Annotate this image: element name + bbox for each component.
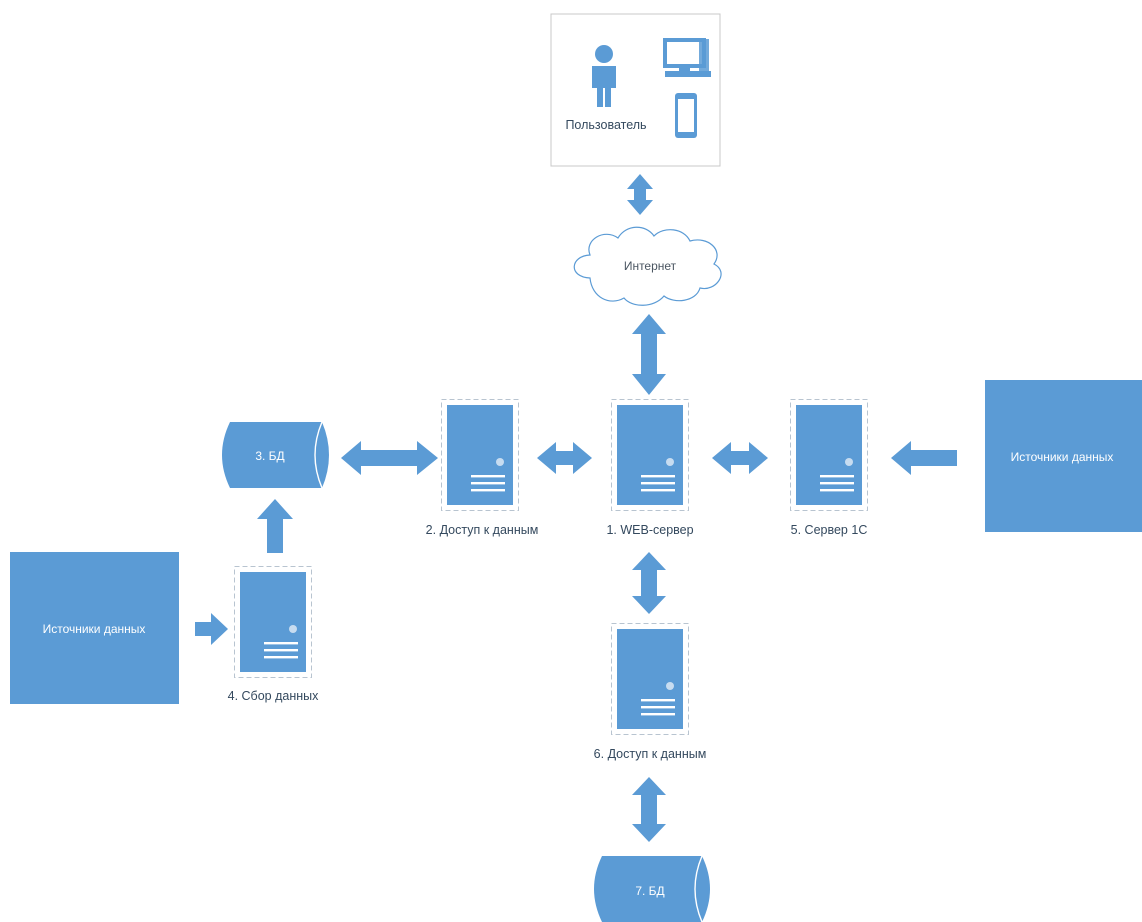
- server-icon: [611, 399, 689, 511]
- arrow-access6-db7: [632, 777, 666, 842]
- internet-label: Интернет: [624, 259, 677, 273]
- arrow-access2-web: [537, 442, 592, 474]
- arrow-internet-web: [632, 314, 666, 395]
- data-sources-right-label: Источники данных: [1011, 450, 1114, 464]
- collect-4-label: 4. Сбор данных: [228, 689, 319, 703]
- arrow-web-access6: [632, 552, 666, 614]
- desktop-computer-icon: [663, 38, 711, 77]
- data-sources-left-label: Источники данных: [43, 622, 146, 636]
- data-access-2-label: 2. Доступ к данным: [426, 523, 539, 537]
- database-7: 7. БД: [594, 855, 710, 922]
- arrow-web-1c: [712, 442, 768, 474]
- web-server: 1. WEB-сервер: [606, 399, 694, 537]
- arrow-sources-collect: [195, 613, 228, 645]
- arrow-user-internet: [627, 174, 653, 215]
- collect-server-4: 4. Сбор данных: [228, 566, 319, 703]
- internet-cloud: Интернет: [573, 226, 722, 306]
- web-server-label: 1. WEB-сервер: [606, 523, 693, 537]
- data-access-6-label: 6. Доступ к данным: [594, 747, 707, 761]
- arrow-sources-1c: [891, 441, 957, 475]
- arrow-db3-access2: [341, 441, 438, 475]
- server-1c-5: 5. Сервер 1С: [790, 399, 868, 537]
- db3-label: 3. БД: [255, 449, 284, 463]
- person-icon: [592, 45, 616, 107]
- smartphone-icon: [675, 93, 697, 138]
- user-label: Пользователь: [565, 118, 646, 132]
- data-sources-left: Источники данных: [10, 552, 179, 704]
- server-icon: [790, 399, 868, 511]
- server-1c-label: 5. Сервер 1С: [791, 523, 868, 537]
- arrow-collect-db3: [257, 499, 293, 553]
- server-icon: [441, 399, 519, 511]
- server-icon: [611, 623, 689, 735]
- database-3: 3. БД: [222, 421, 329, 489]
- user-box: Пользователь: [550, 13, 721, 167]
- server-icon: [234, 566, 312, 678]
- data-access-server-2: 2. Доступ к данным: [426, 399, 539, 537]
- data-sources-right: Источники данных: [985, 380, 1142, 532]
- data-access-server-6: 6. Доступ к данным: [594, 623, 707, 761]
- db7-label: 7. БД: [635, 884, 664, 898]
